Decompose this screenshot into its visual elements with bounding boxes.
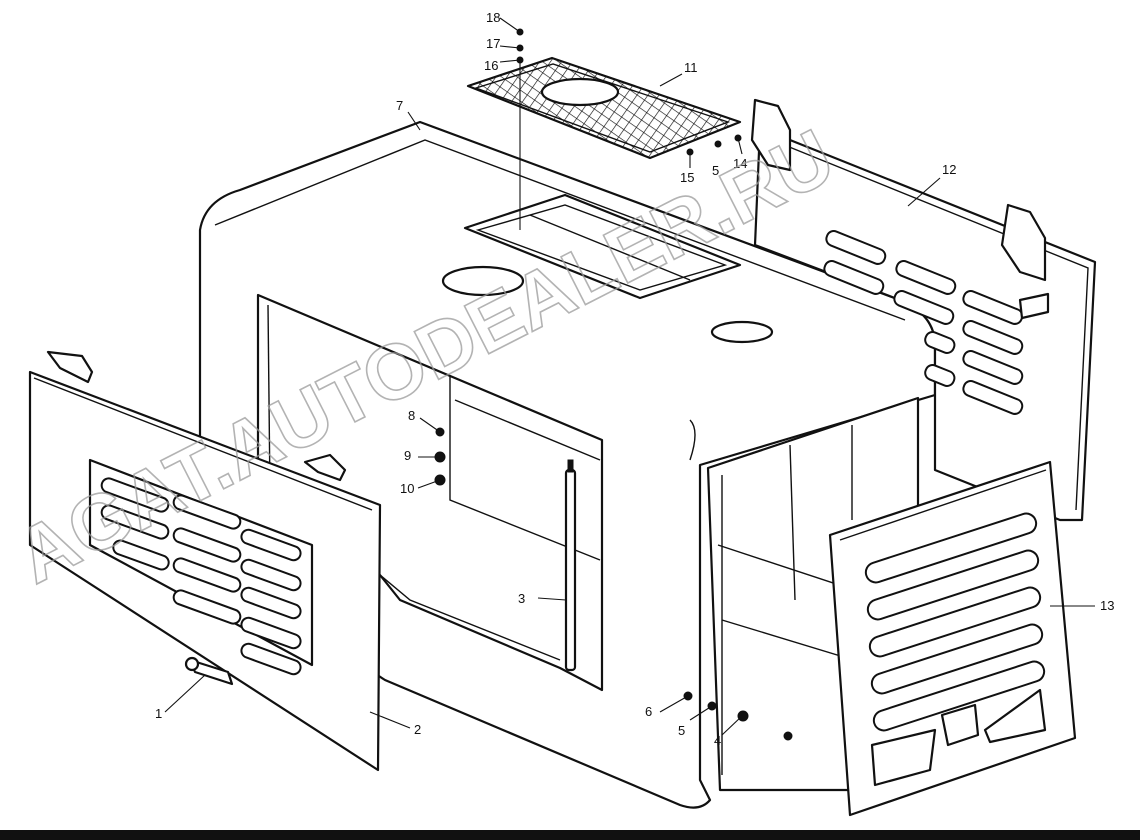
- hinge-upper: [750, 98, 792, 172]
- callout-15: 15: [680, 170, 694, 185]
- grille-round-hole: [540, 77, 620, 107]
- bottom-border: [0, 830, 1140, 840]
- callout-14: 14: [733, 156, 747, 171]
- front-grille-slots: [864, 512, 1046, 732]
- callout-12: 12: [942, 162, 956, 177]
- door-latch: [303, 453, 347, 482]
- callout-18: 18: [486, 10, 500, 25]
- gas-strut-3: [564, 459, 577, 672]
- callout-1: 1: [155, 706, 162, 721]
- callout-5-upper: 5: [712, 163, 719, 178]
- callout-10: 10: [400, 481, 414, 496]
- callout-2: 2: [414, 722, 421, 737]
- callout-4: 4: [714, 733, 721, 748]
- round-hole-right: [710, 320, 774, 344]
- leader-lines: [164, 17, 1095, 736]
- callout-3: 3: [518, 591, 525, 606]
- callout-6: 6: [645, 704, 652, 719]
- top-grille-11: [466, 56, 742, 160]
- hinge-lower: [1000, 203, 1047, 282]
- door-slots: [100, 477, 302, 676]
- callout-13: 13: [1100, 598, 1114, 613]
- callout-9: 9: [404, 448, 411, 463]
- callout-7: 7: [396, 98, 403, 113]
- callout-8: 8: [408, 408, 415, 423]
- front-grille-13: [828, 460, 1077, 817]
- rear-panel-slots: [823, 230, 1024, 415]
- grille-bottom-cutout-right: [983, 688, 1047, 744]
- callout-17: 17: [486, 36, 500, 51]
- grille-bottom-cutout-mid: [940, 703, 980, 747]
- callout-16: 16: [484, 58, 498, 73]
- latch-tab: [1018, 292, 1050, 320]
- door-hinge-tab: [46, 350, 94, 384]
- round-hole-top: [441, 265, 525, 297]
- callout-labels: 1 2 3 4 5 5 6 7 8 9 10 11 12 13 14 15 16…: [155, 10, 1114, 748]
- left-side-door: [28, 350, 382, 772]
- rear-panel-12: [750, 98, 1097, 522]
- callout-11: 11: [684, 60, 698, 75]
- grille-bottom-cutout-left: [870, 728, 937, 787]
- callout-5-lower: 5: [678, 723, 685, 738]
